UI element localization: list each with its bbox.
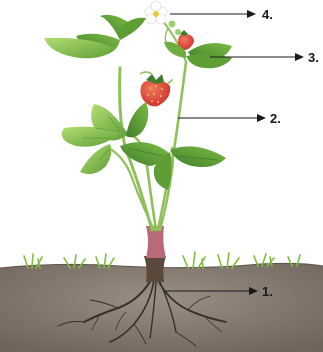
leaf-right <box>164 42 232 69</box>
crown <box>144 256 166 282</box>
label-3: 3. <box>308 50 319 65</box>
label-1: 1. <box>262 284 273 299</box>
arrow-3-head <box>295 53 304 61</box>
arrow-4-head <box>247 10 256 18</box>
flower <box>145 1 167 24</box>
strawberry <box>140 72 170 106</box>
leaf-top-left <box>44 15 146 58</box>
arrow-2-head <box>257 114 266 122</box>
label-4: 4. <box>262 7 273 22</box>
label-2: 2. <box>270 111 281 126</box>
